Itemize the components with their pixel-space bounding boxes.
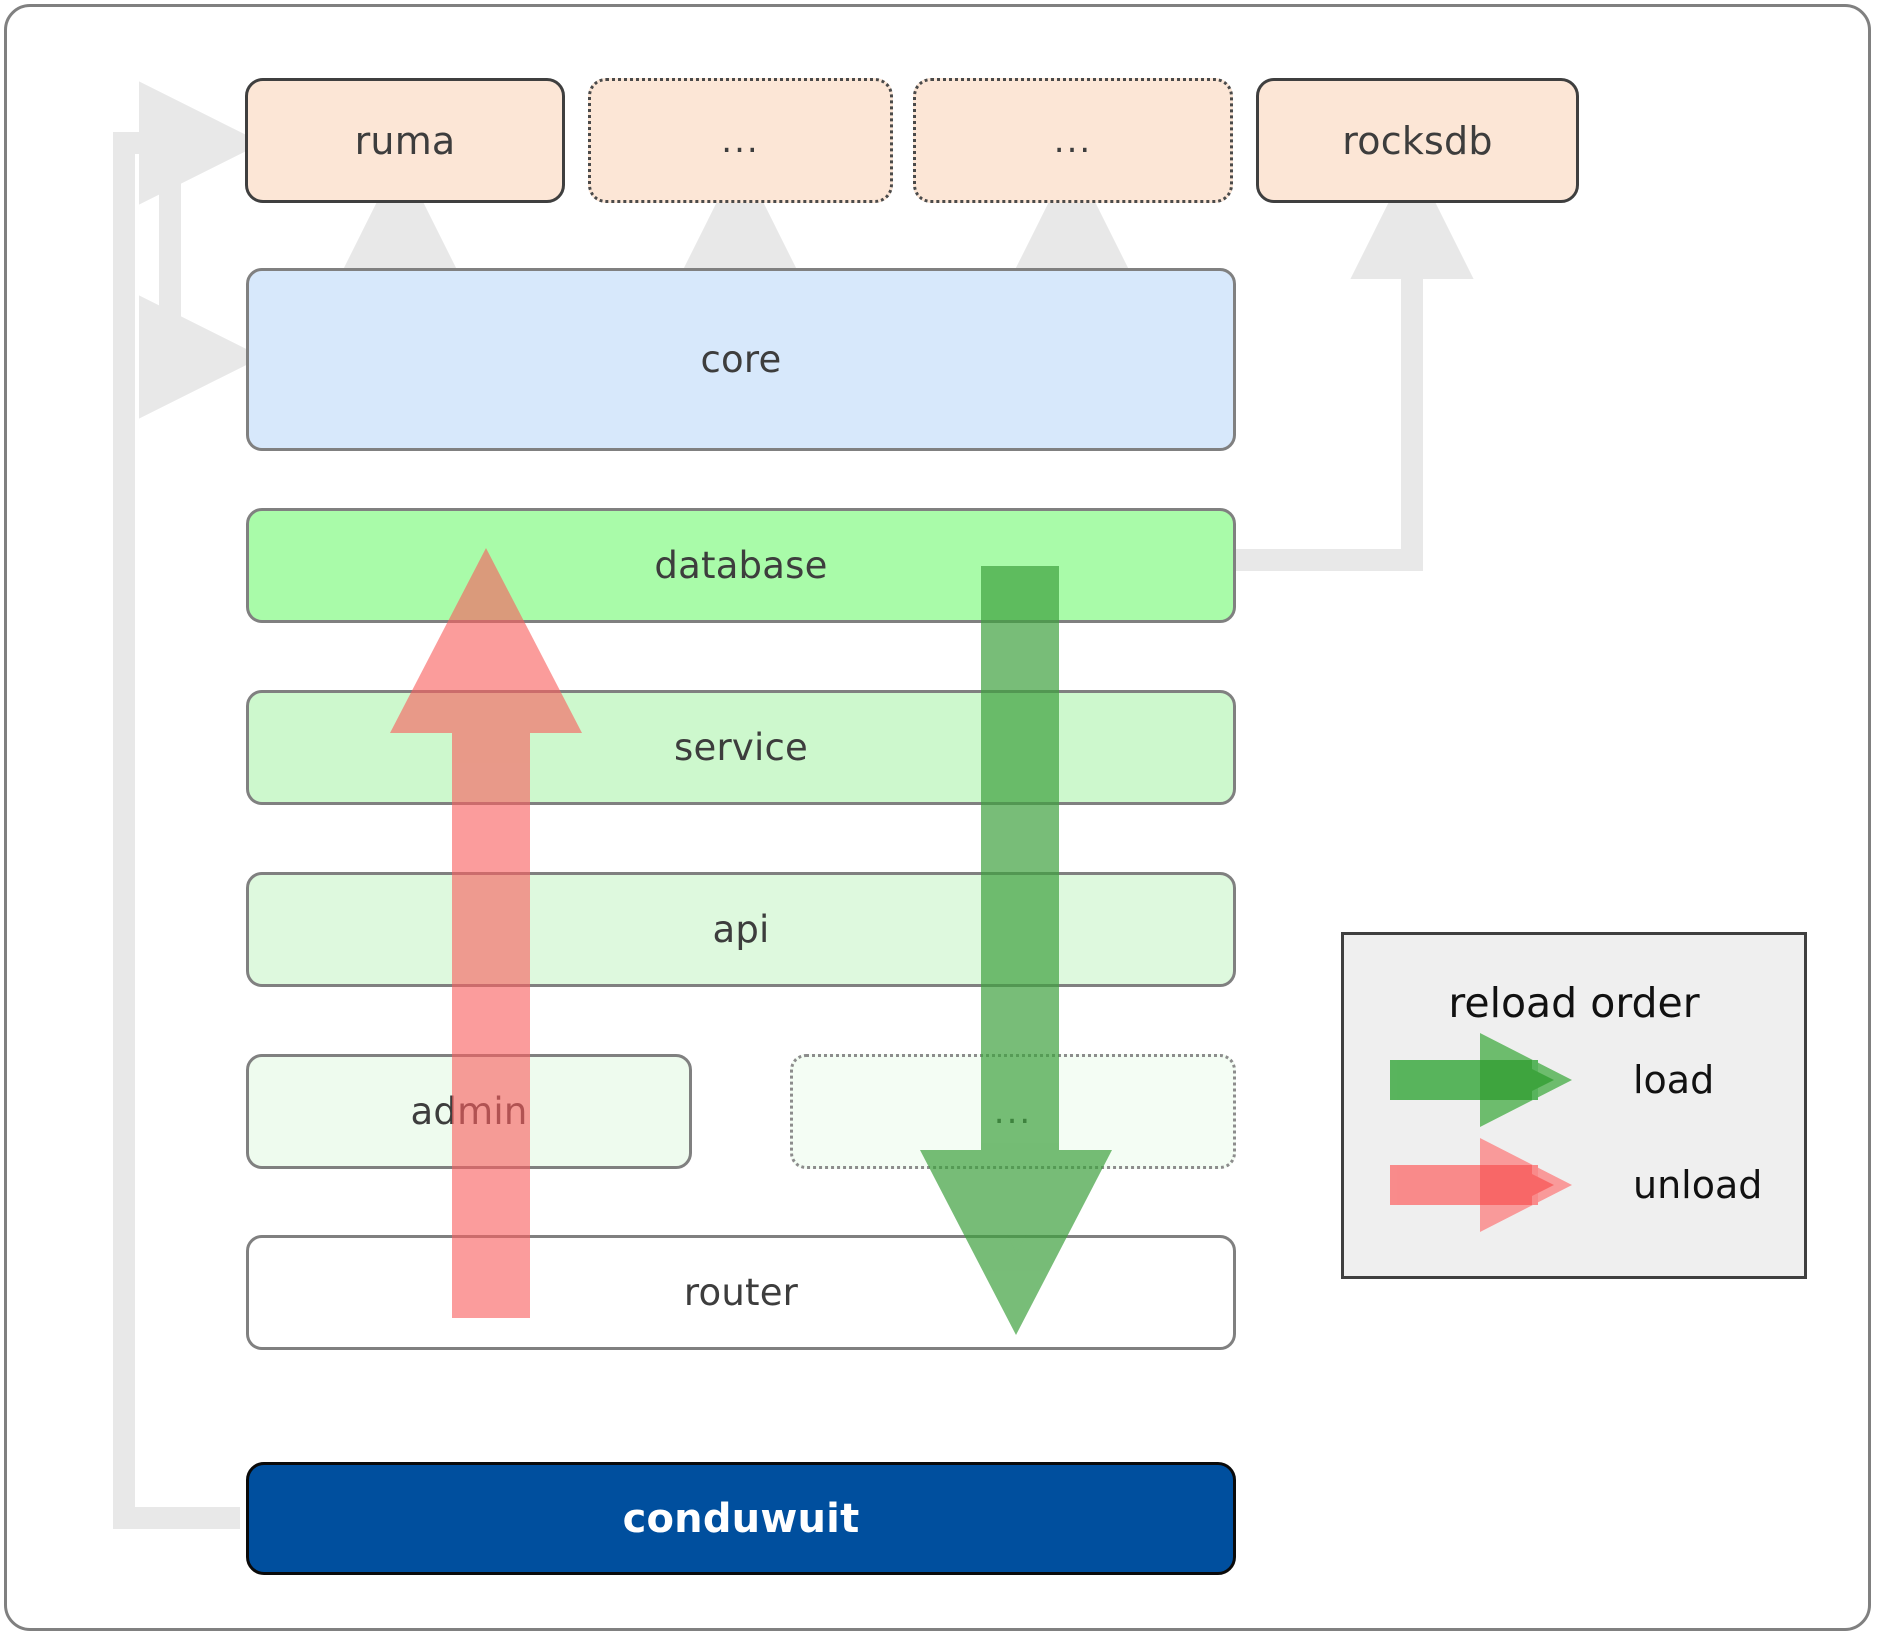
node-top-ellipsis-1-label: ... (721, 120, 760, 161)
legend-panel: reload order (1341, 932, 1807, 1279)
node-top-ellipsis-2-label: ... (1053, 120, 1093, 161)
node-core[interactable]: core (246, 268, 1236, 451)
legend-title: reload order (1448, 979, 1700, 1027)
diagram-frame (4, 4, 1871, 1631)
node-router-label: router (683, 1271, 799, 1314)
node-conduwuit-label: conduwuit (622, 1495, 860, 1542)
node-top-ellipsis-2[interactable]: ... (913, 78, 1233, 203)
node-service-label: service (674, 726, 808, 769)
node-router[interactable]: router (246, 1235, 1236, 1350)
legend-load-label: load (1633, 1058, 1715, 1102)
node-layer-ellipsis-label: ... (993, 1091, 1033, 1132)
node-top-ellipsis-1[interactable]: ... (588, 78, 893, 203)
node-layer-ellipsis[interactable]: ... (790, 1054, 1236, 1169)
node-database[interactable]: database (246, 508, 1236, 623)
node-database-label: database (654, 544, 828, 587)
node-api[interactable]: api (246, 872, 1236, 987)
node-admin-label: admin (410, 1090, 528, 1133)
node-service[interactable]: service (246, 690, 1236, 805)
legend-unload-label: unload (1633, 1163, 1763, 1207)
node-rocksdb[interactable]: rocksdb (1256, 78, 1579, 203)
node-admin[interactable]: admin (246, 1054, 692, 1169)
node-core-label: core (700, 338, 782, 381)
node-rocksdb-label: rocksdb (1342, 118, 1493, 163)
node-ruma-label: ruma (354, 118, 456, 163)
node-api-label: api (712, 908, 770, 951)
node-conduwuit[interactable]: conduwuit (246, 1462, 1236, 1575)
node-ruma[interactable]: ruma (245, 78, 565, 203)
